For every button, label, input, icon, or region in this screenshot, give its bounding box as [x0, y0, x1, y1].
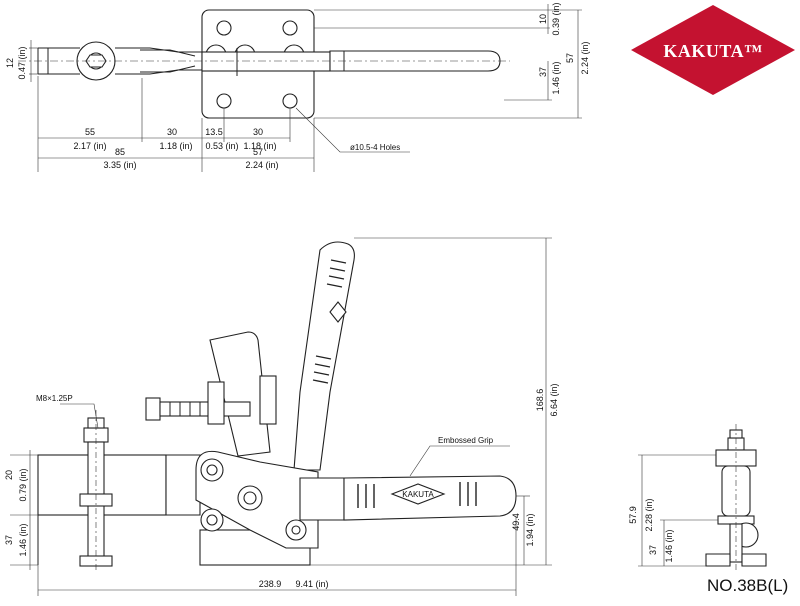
emboss-text: KAKUTA [402, 490, 434, 499]
dim-2389: 238.9 [259, 579, 282, 589]
logo-text: KAKUTA™ [663, 41, 762, 61]
dim-146s: 1.46 (in) [18, 523, 28, 556]
mount-hole [216, 93, 232, 109]
dim-57h: 57 [253, 147, 263, 157]
grip-note: Embossed Grip [438, 436, 494, 445]
mount-hole [282, 93, 298, 109]
emboss-diamond [390, 483, 446, 505]
end-foot [741, 553, 767, 567]
dim-941: 9.41 (in) [295, 579, 328, 589]
side-view: KAKUTA M8×1.25P Embossed Grip 20 0.79 (i… [4, 237, 559, 596]
dim-224v: 2.24 (in) [580, 41, 590, 74]
dim-039: 0.39 (in) [551, 2, 561, 35]
dim-1686: 168.6 [535, 389, 545, 412]
top-view: 12 0.47 (in) 10 0.39 (in) 37 1.46 (in) 5… [5, 2, 590, 172]
dim-85: 85 [115, 147, 125, 157]
end-view: 57.9 2.28 (in) 37 1.46 (in) [628, 424, 767, 572]
kakuta-logo: KAKUTA™ [631, 5, 795, 95]
logo-diamond [631, 5, 795, 95]
dim-55: 55 [85, 127, 95, 137]
dim-37e: 37 [648, 545, 658, 555]
dim-30b: 30 [253, 127, 263, 137]
dim-217: 2.17 (in) [73, 141, 106, 151]
dim-146: 1.46 (in) [551, 61, 561, 94]
holes-note: ø10.5-4 Holes [350, 143, 400, 152]
mount-hole [216, 20, 232, 36]
dim-118a: 1.18 (in) [159, 141, 192, 151]
dim-37s: 37 [4, 535, 14, 545]
dim-664: 6.64 (in) [549, 383, 559, 416]
dim-12: 12 [5, 58, 15, 68]
thread-note: M8×1.25P [36, 394, 73, 403]
dim-194: 1.94 (in) [525, 513, 535, 546]
dim-335: 3.35 (in) [103, 160, 136, 170]
raised-handle [293, 241, 355, 471]
dim-053: 0.53 (in) [205, 141, 238, 151]
model-number: NO.38B(L) [707, 576, 789, 595]
dim-228: 2.28 (in) [644, 498, 654, 531]
dim-047: 0.47 (in) [17, 46, 27, 79]
raised-spindle-head [145, 397, 161, 421]
dim-37: 37 [538, 67, 548, 77]
dim-224h: 2.24 (in) [245, 160, 278, 170]
dim-30a: 30 [167, 127, 177, 137]
dim-146e: 1.46 (in) [664, 529, 674, 562]
dim-579: 57.9 [628, 506, 638, 524]
dim-118b: 1.18 (in) [243, 141, 276, 151]
dim-135: 13.5 [205, 127, 223, 137]
dim-079: 0.79 (in) [18, 468, 28, 501]
dim-20: 20 [4, 470, 14, 480]
dim-57v: 57 [565, 53, 575, 63]
dim-10: 10 [538, 14, 548, 24]
mount-hole [282, 20, 298, 36]
